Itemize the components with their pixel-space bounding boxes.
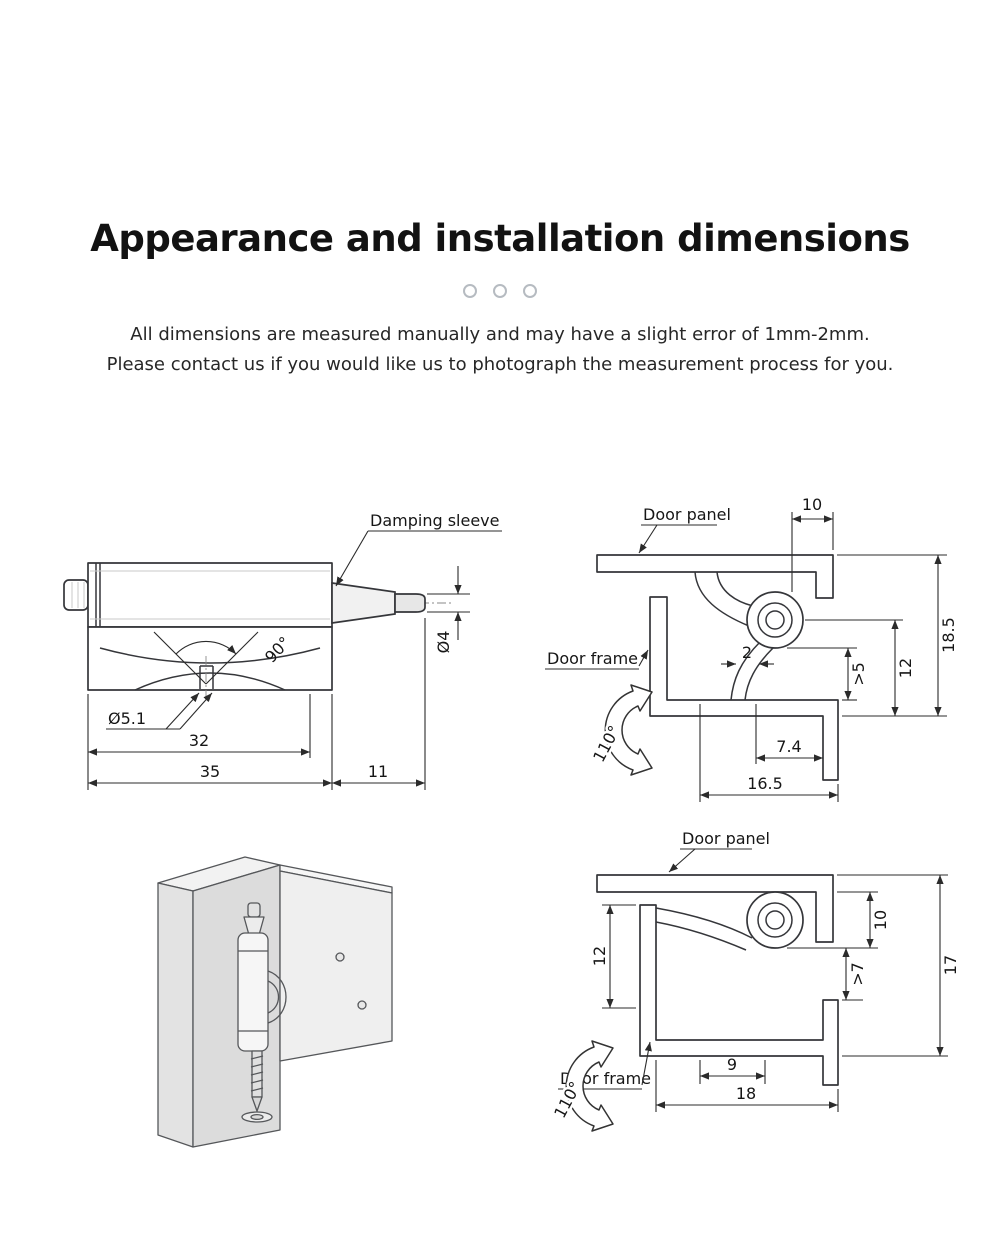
dim-offset: 7.4 [776, 737, 801, 756]
hinge-side-view-drawing: 90° Damping sleeve Ø4 Ø5.1 32 [63, 511, 502, 790]
page-title: Appearance and installation dimensions [90, 216, 910, 260]
dim-hole-diameter-group: Ø5.1 [106, 692, 213, 730]
note-line-2: Please contact us if you would like us t… [106, 353, 894, 375]
dim-tip-diameter: Ø4 [434, 631, 453, 654]
open-angle-arrow: 110° [587, 684, 653, 776]
dim-hole-diameter: Ø5.1 [108, 709, 146, 728]
dim-body-length-group: 35 [88, 694, 333, 790]
door-frame-callout: Door frame [545, 649, 649, 670]
dim-knuckle-group: 10 [787, 891, 890, 949]
dim-depth: 16.5 [747, 774, 783, 793]
hinge-hook [267, 970, 287, 1024]
door-frame-label: Door frame [547, 649, 638, 668]
dim-tip-diameter-group: Ø4 [427, 566, 470, 653]
door-panel-callout: Door panel [638, 505, 731, 554]
dim-overall-height: 17 [941, 955, 960, 975]
note-line-1: All dimensions are measured manually and… [130, 324, 870, 345]
hinge-3d-view-drawing [157, 856, 393, 1148]
dim-body-length: 35 [200, 762, 220, 781]
dim-center-height: 12 [896, 658, 915, 678]
dim-center-height-group: 12 [805, 619, 915, 716]
frame-left-face [157, 882, 194, 1148]
dim-sleeve-length-group: 11 [332, 618, 426, 790]
dim-clearance: >5 [849, 662, 868, 686]
dim-depth: 18 [736, 1084, 756, 1103]
damping-sleeve-label: Damping sleeve [370, 511, 499, 530]
dim-leaf-thickness-group: 2 [721, 643, 774, 668]
dim-left: 12 [590, 946, 609, 966]
panel-screw-hole [335, 952, 345, 962]
dim-offset-group: 7.4 [755, 704, 823, 764]
hinge-screw-tip [251, 1096, 263, 1112]
panel-screw-hole [357, 1000, 367, 1010]
section-view-bottom-drawing: Door panel Door frame 12 10 17 [548, 829, 960, 1132]
damping-sleeve-callout: Damping sleeve [335, 511, 502, 587]
dim-knuckle: 10 [871, 910, 890, 930]
dim-overall-height-group: 17 [837, 874, 960, 1057]
dim-offset-group: 9 [699, 1055, 766, 1084]
dim-clearance-group: >5 [787, 647, 868, 701]
dim-sleeve-length: 11 [368, 762, 388, 781]
dots-separator [0, 284, 1000, 298]
dim-clearance-group: >7 [842, 948, 867, 1001]
dot [523, 284, 537, 298]
section-bottom-geometry [596, 874, 839, 1086]
dim-overall-height: 18.5 [939, 617, 958, 653]
dim-depth-group: 16.5 [699, 704, 839, 802]
door-panel-label: Door panel [682, 829, 770, 848]
dim-clearance: >7 [848, 962, 867, 986]
door-panel-face [279, 870, 393, 1062]
dim-overall-height-group: 18.5 [837, 554, 958, 717]
hinge-3d-illustration [157, 856, 393, 1148]
dim-top-group: 10 [791, 495, 834, 592]
dim-hole-spacing-group: 32 [87, 694, 311, 790]
measurement-note: All dimensions are measured manually and… [0, 320, 1000, 379]
door-panel-callout: Door panel [668, 829, 770, 873]
hinge-side-view-geometry [63, 562, 452, 700]
dim-left-group: 12 [590, 904, 636, 1009]
dim-top: 10 [802, 495, 822, 514]
dot [463, 284, 477, 298]
section-view-top-drawing: Door panel Door frame 10 18.5 12 [545, 495, 958, 802]
section-top-geometry [596, 554, 839, 781]
dim-depth-group: 18 [655, 1060, 839, 1112]
dot [493, 284, 507, 298]
dim-hole-spacing: 32 [189, 731, 209, 750]
door-panel-label: Door panel [643, 505, 731, 524]
dim-leaf-thickness: 2 [742, 643, 752, 662]
hinge-pin-cap [247, 902, 261, 918]
dim-offset: 9 [727, 1055, 737, 1074]
